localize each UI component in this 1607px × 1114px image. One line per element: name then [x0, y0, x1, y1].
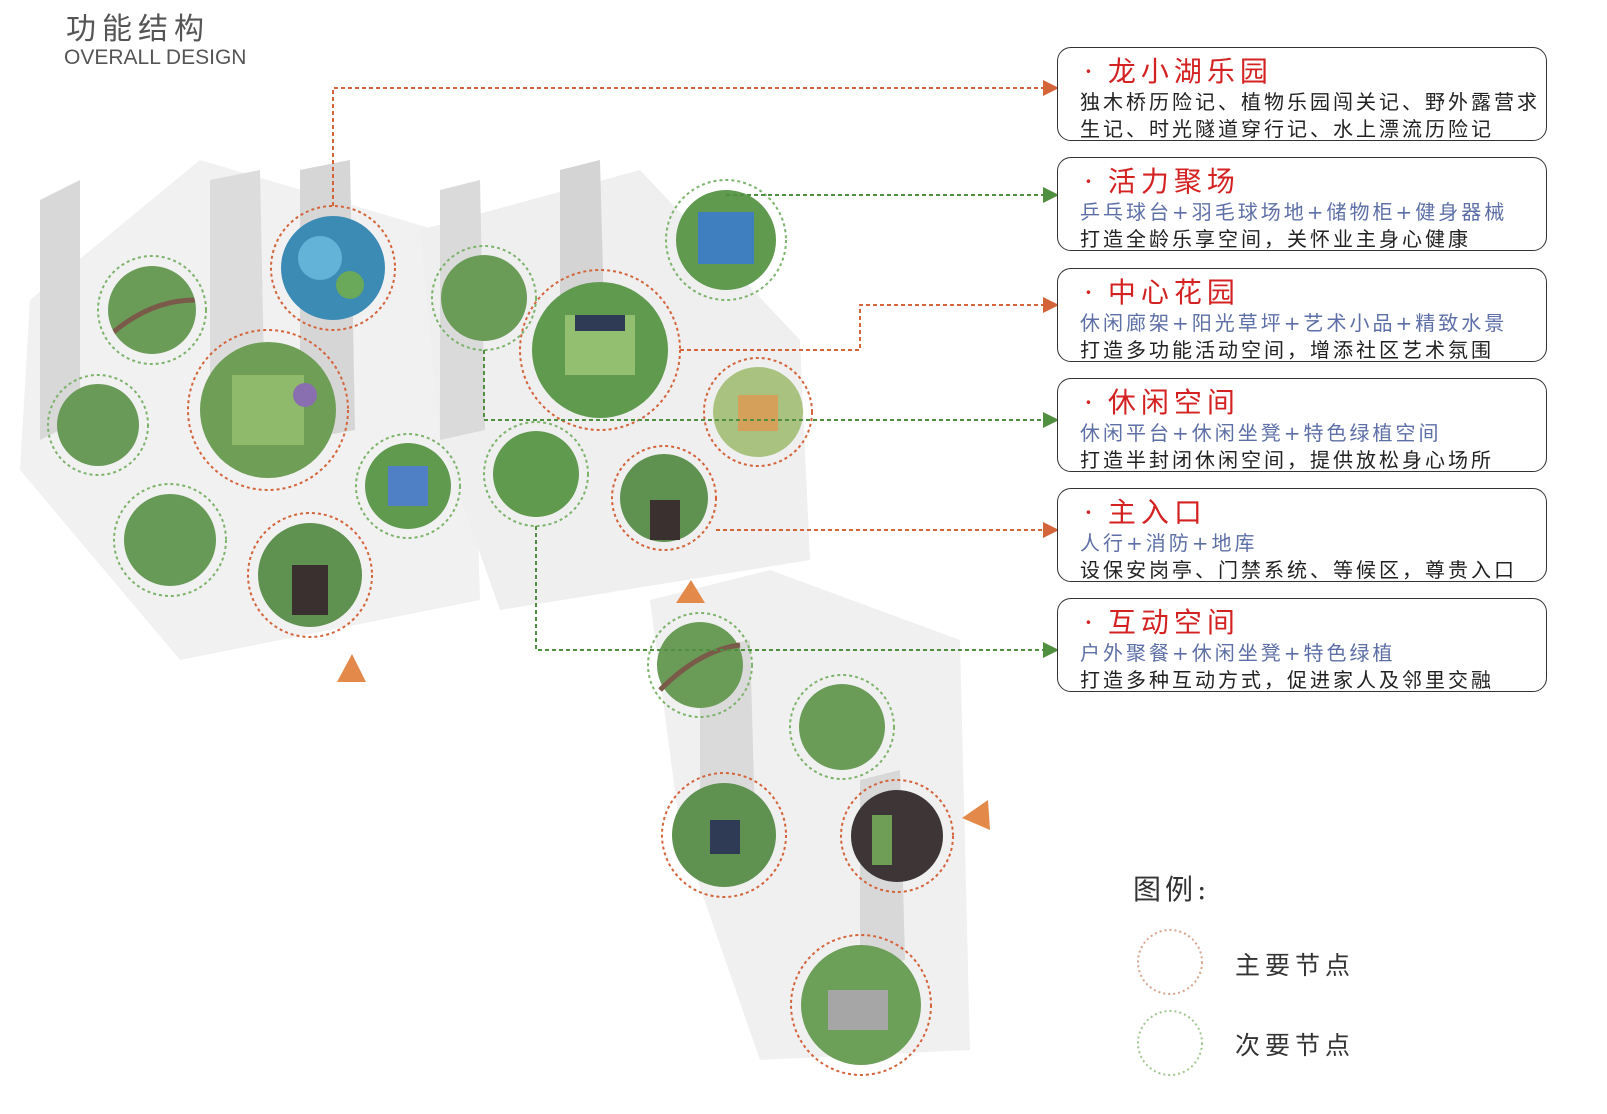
card-leisure-space: 休闲空间 休闲平台+休闲坐凳+特色绿植空间 打造半封闭休闲空间，提供放松身心场所 — [1057, 378, 1547, 472]
card-line2: 打造多种互动方式，促进家人及邻里交融 — [1080, 668, 1494, 692]
card-name: 互动空间 — [1084, 601, 1240, 641]
entrance-arrows — [337, 580, 990, 830]
card-name: 中心花园 — [1084, 271, 1240, 311]
card-longxiaohu-paradise: 龙小湖乐园 独木桥历险记、植物乐园闯关记、野外露营求 生记、时光隧道穿行记、水上… — [1057, 47, 1547, 141]
page-title: 功能结构 — [66, 12, 210, 47]
card-name: 主入口 — [1084, 491, 1207, 531]
card-interactive-space: 互动空间 户外聚餐+休闲坐凳+特色绿植 打造多种互动方式，促进家人及邻里交融 — [1057, 598, 1547, 692]
card-name: 活力聚场 — [1084, 160, 1240, 200]
card-name: 休闲空间 — [1084, 381, 1240, 421]
page-subtitle: OVERALL DESIGN — [64, 46, 247, 69]
card-line2: 生记、时光隧道穿行记、水上漂流历险记 — [1080, 117, 1494, 141]
legend-title: 图例: — [1133, 873, 1211, 906]
card-line2: 打造多功能活动空间，增添社区艺术氛围 — [1080, 338, 1494, 362]
card-line2: 打造半封闭休闲空间，提供放松身心场所 — [1080, 448, 1494, 472]
legend-primary-ring — [1137, 929, 1203, 995]
card-vitality-plaza: 活力聚场 乒乓球台+羽毛球场地+储物柜+健身器械 打造全龄乐享空间，关怀业主身心… — [1057, 157, 1547, 251]
card-central-garden: 中心花园 休闲廊架+阳光草坪+艺术小品+精致水景 打造多功能活动空间，增添社区艺… — [1057, 268, 1547, 362]
leader-lines — [332, 80, 1059, 658]
card-line1: 休闲廊架+阳光草坪+艺术小品+精致水景 — [1080, 311, 1508, 335]
legend-secondary-ring — [1137, 1010, 1203, 1076]
card-line1: 休闲平台+休闲坐凳+特色绿植空间 — [1080, 421, 1442, 445]
card-line1: 户外聚餐+休闲坐凳+特色绿植 — [1080, 641, 1396, 665]
secondary-nodes — [47, 179, 895, 780]
card-line1: 独木桥历险记、植物乐园闯关记、野外露营求 — [1080, 90, 1540, 114]
legend-primary-label: 主要节点 — [1235, 951, 1356, 980]
primary-nodes — [187, 205, 954, 1076]
card-line2: 打造全龄乐享空间，关怀业主身心健康 — [1080, 227, 1471, 251]
card-name: 龙小湖乐园 — [1084, 50, 1273, 90]
card-line2: 设保安岗亭、门禁系统、等候区，尊贵入口 — [1080, 558, 1517, 582]
legend-swatches — [1137, 929, 1203, 1076]
card-main-entrance: 主入口 人行+消防+地库 设保安岗亭、门禁系统、等候区，尊贵入口 — [1057, 488, 1547, 582]
card-line1: 人行+消防+地库 — [1080, 531, 1258, 555]
legend-secondary-label: 次要节点 — [1235, 1031, 1356, 1060]
card-line1: 乒乓球台+羽毛球场地+储物柜+健身器械 — [1080, 200, 1508, 224]
